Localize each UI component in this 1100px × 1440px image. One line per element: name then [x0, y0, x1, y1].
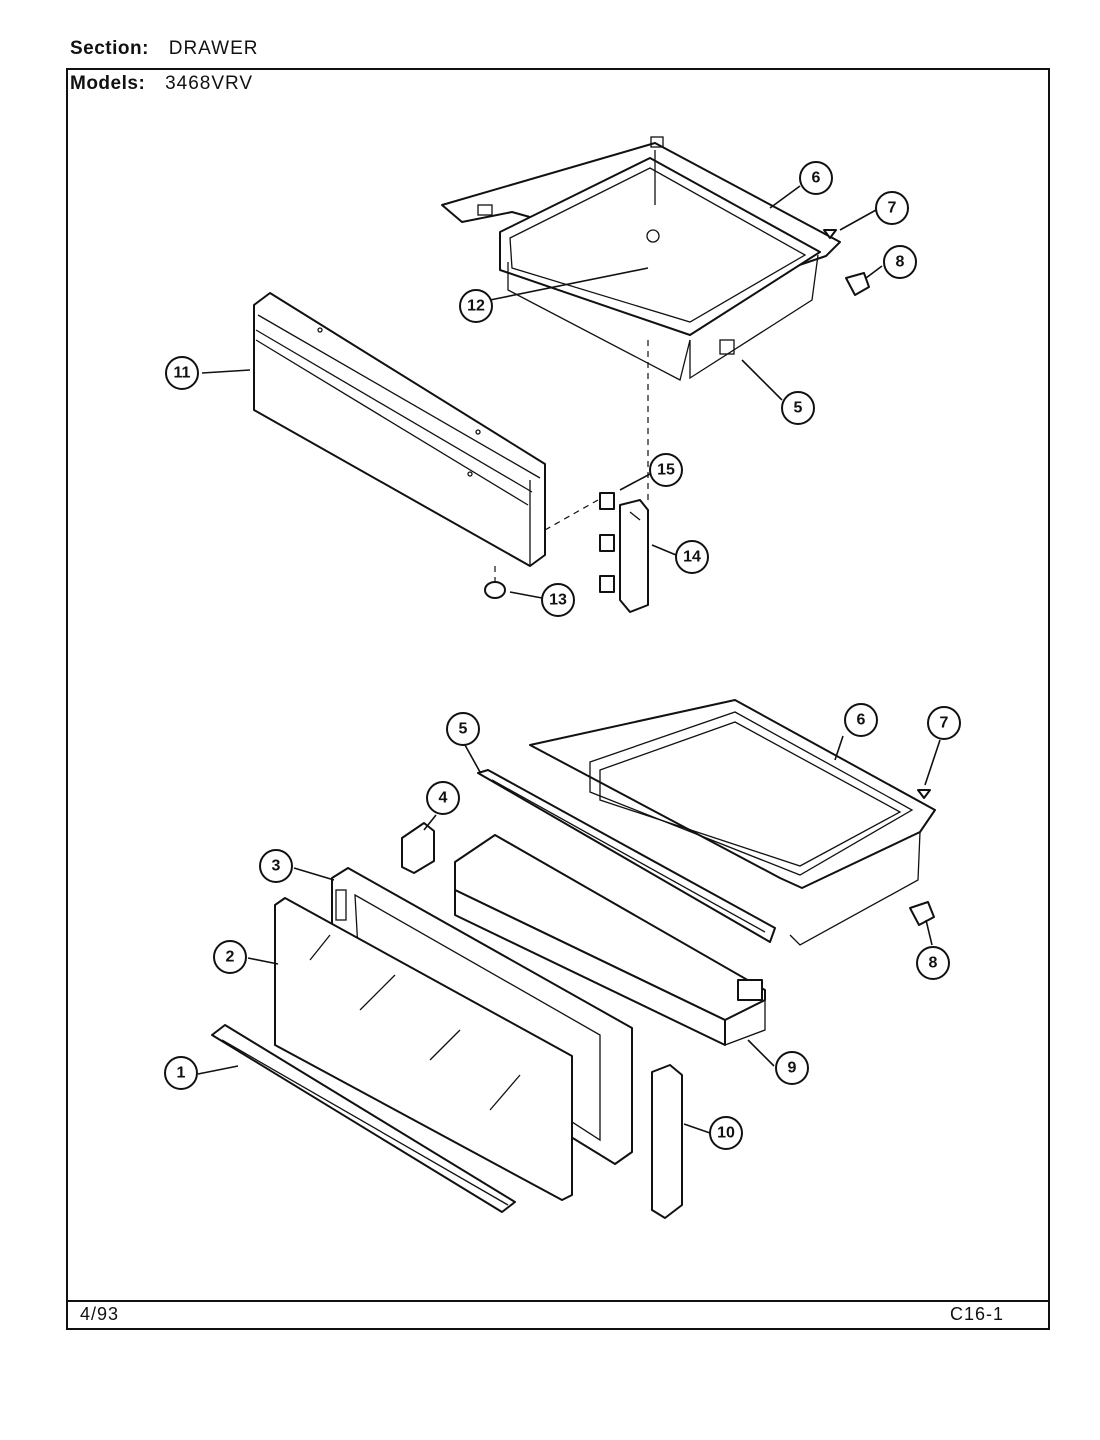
bumper-part: [484, 581, 506, 599]
callout-bottom-8: 8: [916, 946, 950, 980]
footer-rule: [66, 1300, 1050, 1302]
callout-number: 10: [717, 1125, 735, 1142]
callout-number: 11: [174, 365, 191, 382]
callout-number: 15: [657, 462, 675, 479]
section-label: Section:: [70, 38, 149, 59]
section-header: Section: DRAWER: [70, 38, 258, 60]
spacer-pads: [599, 492, 615, 593]
callout-top-7: 7: [875, 191, 909, 225]
callout-number: 12: [467, 298, 485, 315]
drawer-pan-top: [441, 136, 841, 381]
callouts-bottom: 5 6 7 4 3 2 8 9 1 10: [164, 703, 961, 1150]
footer-page-code: C16-1: [950, 1304, 1005, 1324]
callout-number: 3: [272, 858, 281, 875]
screw-part-top: [823, 229, 837, 239]
footer-date: 4/93: [80, 1304, 120, 1324]
callout-top-8: 8: [883, 245, 917, 279]
drawer-front-panel-top: [253, 292, 546, 567]
callout-top-13: 13: [541, 583, 575, 617]
callout-number: 5: [794, 400, 803, 417]
callout-number: 6: [812, 170, 821, 187]
handle-end-cap-top: [619, 499, 649, 613]
callout-number: 8: [896, 254, 905, 271]
callout-top-14: 14: [675, 540, 709, 574]
callout-bottom-5: 5: [446, 712, 480, 746]
glass-panel: [274, 897, 573, 1201]
callout-top-11: 11: [165, 356, 199, 390]
callouts-top: 6 7 8 12 11 5 15 14 13: [165, 161, 917, 617]
handle-end-cap-bottom: [651, 1064, 683, 1219]
callout-bottom-9: 9: [775, 1051, 809, 1085]
models-label: Models:: [70, 73, 146, 94]
diagram-frame: [66, 68, 1050, 1330]
callout-number: 2: [226, 949, 235, 966]
callout-bottom-3: 3: [259, 849, 293, 883]
callout-number: 5: [459, 721, 468, 738]
callout-top-12: 12: [459, 289, 493, 323]
drawer-liner-box: [454, 834, 766, 1046]
callout-number: 4: [439, 790, 448, 807]
models-header: Models: 3468VRV: [70, 73, 253, 95]
callout-bottom-10: 10: [709, 1116, 743, 1150]
callout-number: 14: [683, 549, 701, 566]
stop-bumper-top: [845, 272, 870, 296]
callout-number: 13: [549, 592, 567, 609]
slide-rail-bottom: [477, 769, 776, 943]
callout-number: 1: [177, 1065, 186, 1082]
section-value: DRAWER: [168, 38, 259, 59]
callout-bottom-1: 1: [164, 1056, 198, 1090]
callout-number: 6: [857, 712, 866, 729]
callout-bottom-4: 4: [426, 781, 460, 815]
callout-top-6: 6: [799, 161, 833, 195]
callout-top-5: 5: [781, 391, 815, 425]
callout-number: 7: [888, 200, 897, 217]
callout-number: 9: [788, 1060, 797, 1077]
screw-part-bottom: [917, 789, 931, 799]
callout-top-15: 15: [649, 453, 683, 487]
models-value: 3468VRV: [165, 73, 254, 94]
mounting-bracket: [401, 822, 435, 874]
stop-bumper-bottom: [909, 901, 935, 926]
callout-bottom-2: 2: [213, 940, 247, 974]
callout-bottom-7: 7: [927, 706, 961, 740]
drawer-pan-bottom: [529, 699, 936, 946]
callout-bottom-6: 6: [844, 703, 878, 737]
bottom-trim-strip: [211, 1024, 516, 1213]
callout-number: 7: [940, 715, 949, 732]
callout-number: 8: [929, 955, 938, 972]
